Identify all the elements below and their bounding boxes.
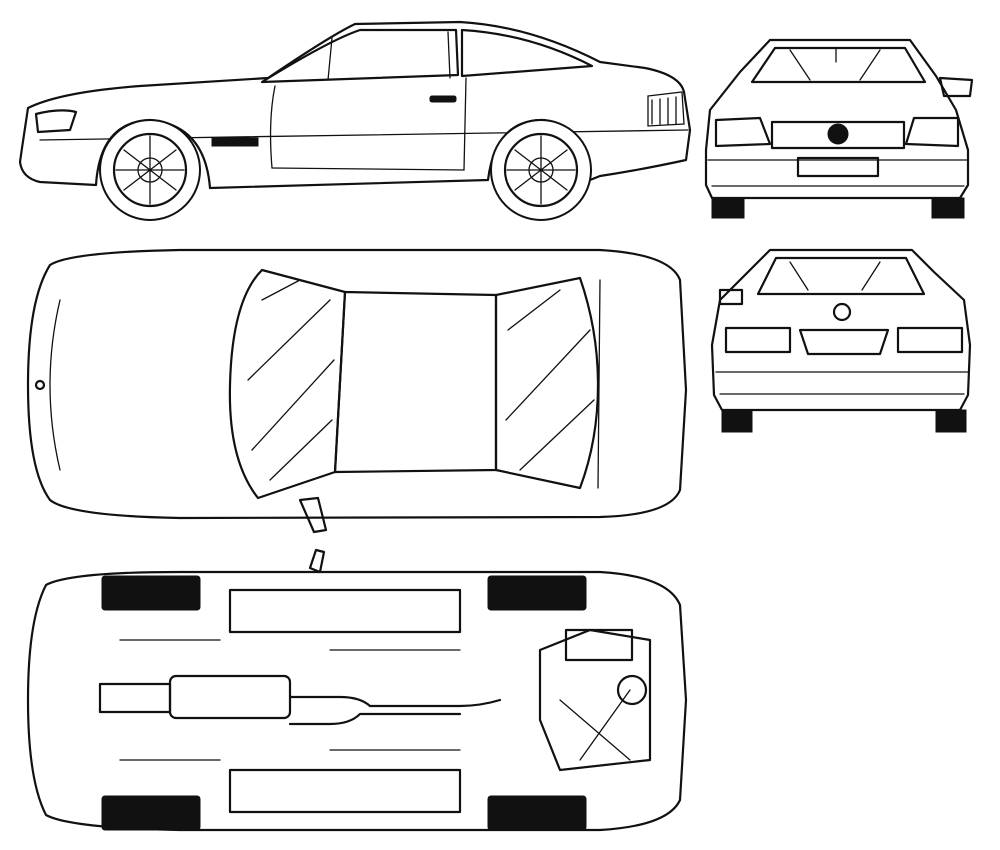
car-front-view-icon: [704, 38, 974, 219]
car-side-view-icon: [18, 20, 692, 221]
car-rear-view-icon: [710, 248, 972, 433]
car-top-view-icon: [26, 248, 688, 534]
car-underside-view-icon: [26, 548, 688, 832]
